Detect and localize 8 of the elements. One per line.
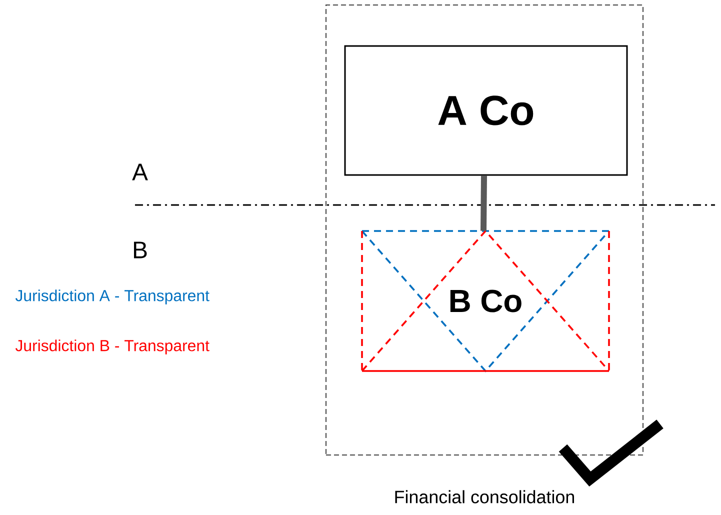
connector-line	[480, 176, 487, 231]
legend-text: Jurisdiction A - Transparent	[15, 290, 210, 304]
node-label: Financial consolidation	[395, 490, 574, 504]
level-label: A	[132, 164, 148, 180]
transparent-entity-box: B Co	[361, 230, 610, 372]
company-box: A Co	[344, 45, 628, 176]
legend-text: Jurisdiction B - Transparent	[15, 340, 210, 354]
level-label: B	[134, 242, 147, 258]
